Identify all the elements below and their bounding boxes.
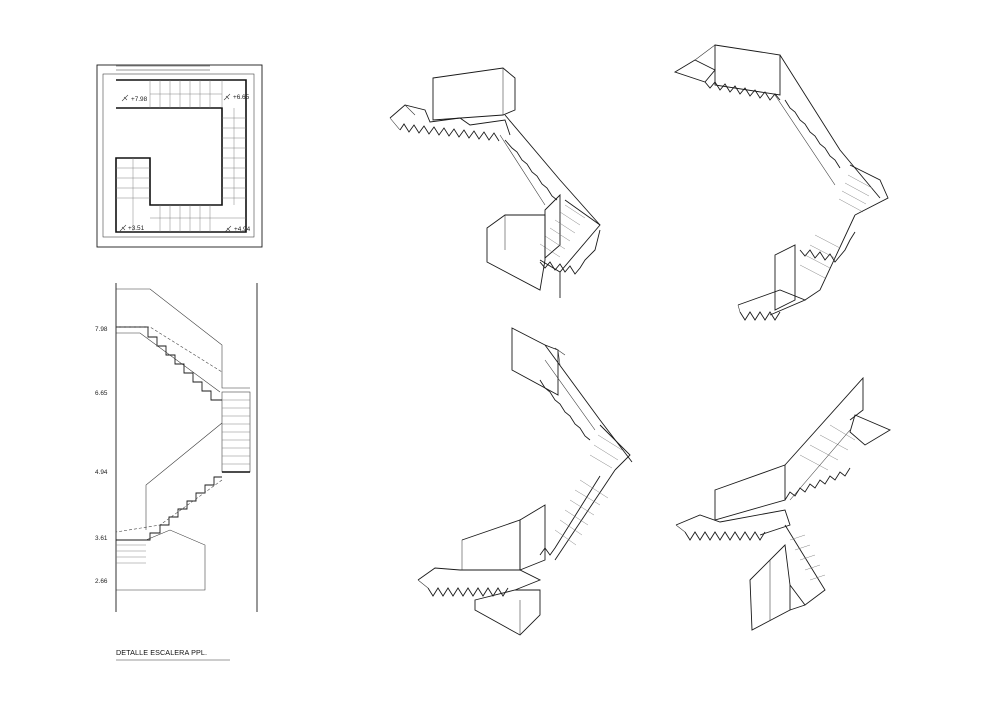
plan-outer-wall <box>96 64 263 248</box>
section-level-label: 4.94 <box>95 469 108 476</box>
plan-level-mark-1: +7.98 <box>121 94 148 103</box>
plan-right-flight <box>222 108 246 205</box>
stair-section: 7.98 6.65 4.94 3.61 2.66 <box>95 283 258 612</box>
plan-level-label: +6.65 <box>233 94 250 101</box>
section-upper-flight <box>116 326 222 401</box>
plan-inner-wall <box>102 73 255 238</box>
drawing-caption: DETALLE ESCALERA PPL. <box>116 648 207 657</box>
plan-bottom-flight <box>150 205 246 232</box>
axonometric-view-2 <box>673 44 889 321</box>
plan-level-label: +7.98 <box>131 96 148 103</box>
plan-left-flight <box>116 158 150 232</box>
axonometric-view-1 <box>389 67 601 298</box>
section-level-label: 2.66 <box>95 578 108 585</box>
plan-level-mark-2: +6.65 <box>223 93 250 101</box>
section-level-label: 3.61 <box>95 535 108 542</box>
axonometric-view-4 <box>675 376 891 631</box>
plan-level-mark-3: +3.51 <box>119 224 145 232</box>
axonometric-view-3 <box>417 327 633 636</box>
plan-top-flight <box>149 80 223 108</box>
stair-plan: +7.98 +6.65 +3.51 +4.94 <box>96 64 263 248</box>
plan-level-label: +3.51 <box>128 225 145 232</box>
plan-level-label: +4.94 <box>234 226 251 233</box>
section-lower-flight <box>116 476 222 541</box>
section-level-label: 7.98 <box>95 326 108 333</box>
section-level-label: 6.65 <box>95 390 108 397</box>
plan-level-mark-4: +4.94 <box>224 225 251 233</box>
